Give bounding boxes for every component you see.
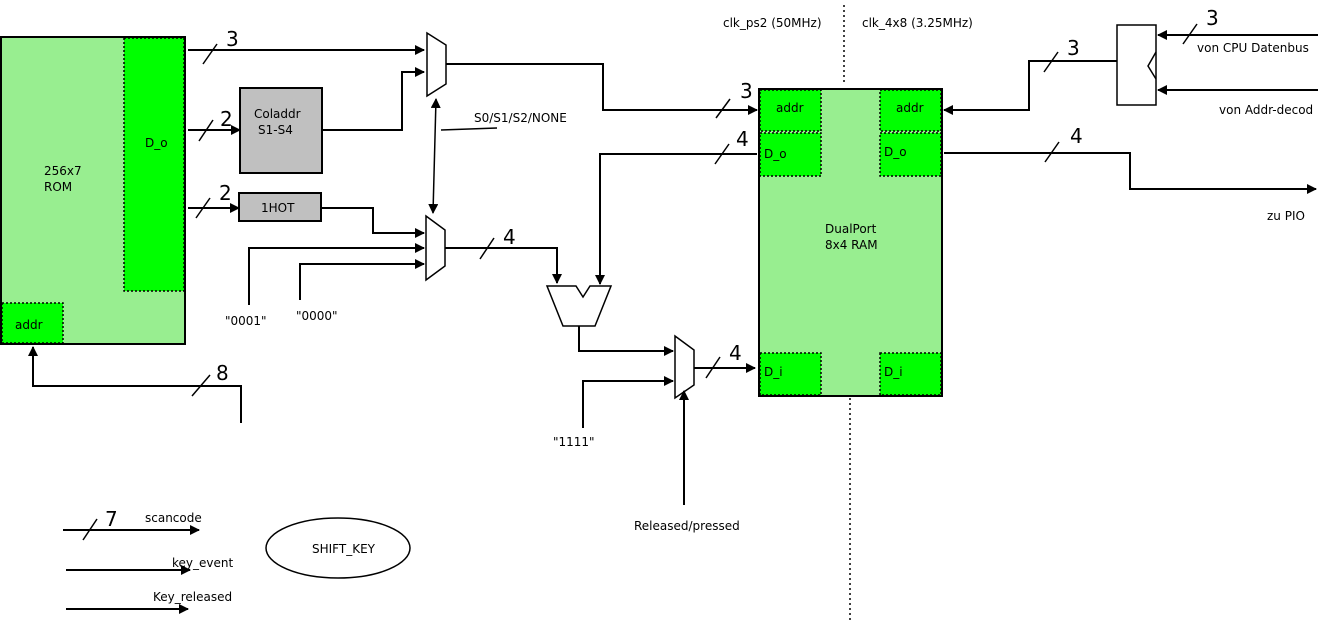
const-0001-wire (248, 243, 425, 305)
mux-bottom (425, 214, 446, 282)
legend-scancode-label: scancode (145, 511, 202, 525)
1hot-to-mux-wire (321, 207, 425, 238)
bus-slash (705, 356, 721, 379)
ram-right-di-label: D_i (884, 365, 903, 379)
mux-select-wire (428, 98, 441, 214)
bus-slash (1044, 141, 1060, 163)
ram-left-di-label: D_i (764, 365, 783, 379)
coladdr-to-mux-wire (322, 67, 425, 131)
bus-slash (1182, 23, 1198, 45)
bus-slash (1043, 51, 1059, 73)
legend-key-event-label: key_event (172, 556, 233, 570)
legend: 7 scancode key_event Key_released SHIFT_… (63, 507, 411, 614)
bus-width-rom-mux-top: 3 (226, 27, 239, 51)
mux-select-stub (440, 127, 498, 131)
const-0000: "0000" (296, 309, 338, 323)
ram-title-line2: 8x4 RAM (825, 238, 878, 252)
ram-left-do-port (759, 132, 822, 177)
bus-slash (198, 119, 214, 142)
bus-width-mux-bottom: 4 (503, 225, 516, 249)
ram-block: addr addr D_o D_o D_i D_i DualPort 8x4 R… (758, 88, 943, 397)
cpu-register (1116, 24, 1157, 106)
released-pressed-label: Released/pressed (634, 519, 740, 533)
ram-left-do-label: D_o (764, 147, 787, 161)
const-0001: "0001" (225, 314, 267, 328)
cpu-datenbus-label: von CPU Datenbus (1197, 41, 1309, 55)
zu-pio-label: zu PIO (1267, 209, 1305, 223)
bus-width-ram-do-right: 4 (1070, 124, 1083, 148)
rom-data-out-port (123, 37, 185, 292)
bus-width-rom-do: 2 (220, 107, 233, 131)
bus-slash (714, 143, 730, 165)
ram-right-di-port (879, 352, 942, 396)
mux-top-to-ram-wire (446, 63, 758, 115)
ram-title-line1: DualPort (825, 222, 877, 236)
mux-select-label: S0/S1/S2/NONE (474, 111, 567, 125)
shift-key-state (265, 517, 411, 579)
clock-edge-icon (1147, 51, 1157, 80)
rom-addr-port (1, 302, 64, 344)
bus-width-mux-ram: 3 (740, 79, 753, 103)
ram-left-addr-label: addr (776, 101, 804, 115)
const-1111-wire (582, 376, 674, 428)
ram-right-do-label: D_o (884, 145, 907, 159)
bus-slash (479, 237, 495, 260)
const-1111: "1111" (553, 435, 595, 449)
ram-right-do-port (879, 132, 942, 177)
cpu-to-ram-addr-wire (943, 60, 1117, 115)
coladdr-line1: Coladdr (254, 107, 301, 121)
rom-do-label: D_o (145, 136, 168, 150)
ram-left-di-port (759, 352, 822, 396)
clk-4x8-label: clk_4x8 (3.25MHz) (862, 16, 973, 30)
bus-width-cpu-data: 3 (1206, 6, 1219, 30)
mux-bottom-to-adder-wire (445, 247, 562, 284)
bus-slash (202, 43, 218, 65)
ram-do-to-pio-wire (944, 152, 1317, 194)
bus-width-rom-1hot: 2 (219, 181, 232, 205)
coladdr-line2: S1-S4 (258, 123, 293, 137)
rom-addr-label: addr (15, 318, 43, 332)
mux-out (674, 334, 695, 400)
coladdr-block: Coladdr S1-S4 (239, 87, 323, 174)
ram-right-addr-port (879, 89, 942, 132)
bus-width-cpu-addr: 3 (1067, 36, 1080, 60)
ram-right-addr-label: addr (896, 101, 924, 115)
addr-decod-label: von Addr-decod (1219, 103, 1313, 117)
bus-width-ram-do-left: 4 (736, 127, 749, 151)
ram-left-addr-port (759, 89, 822, 132)
bus-slash (191, 374, 211, 397)
rom-addr-wire (28, 346, 242, 423)
rom-title-line2: ROM (44, 180, 72, 194)
ram-do-to-adder-wire (595, 153, 757, 285)
bus-width-rom-addr: 8 (216, 361, 229, 385)
adder-to-outmux-wire (578, 326, 674, 356)
legend-scancode-width: 7 (105, 507, 118, 531)
const-0000-wire (299, 259, 425, 300)
bus-slash (715, 98, 731, 119)
onehot-label: 1HOT (261, 201, 295, 215)
adder-block (545, 285, 613, 327)
legend-key-released-label: Key_released (153, 590, 232, 604)
shift-key-label: SHIFT_KEY (312, 542, 376, 556)
bus-slash (82, 518, 98, 541)
clk-ps2-label: clk_ps2 (50MHz) (723, 16, 822, 30)
bus-width-ram-di: 4 (729, 341, 742, 365)
onehot-block: 1HOT (238, 192, 322, 222)
mux-top (426, 31, 447, 98)
rom-block: 256x7 ROM D_o addr (0, 36, 186, 345)
rom-title-line1: 256x7 (44, 164, 82, 178)
bus-slash (195, 197, 211, 219)
